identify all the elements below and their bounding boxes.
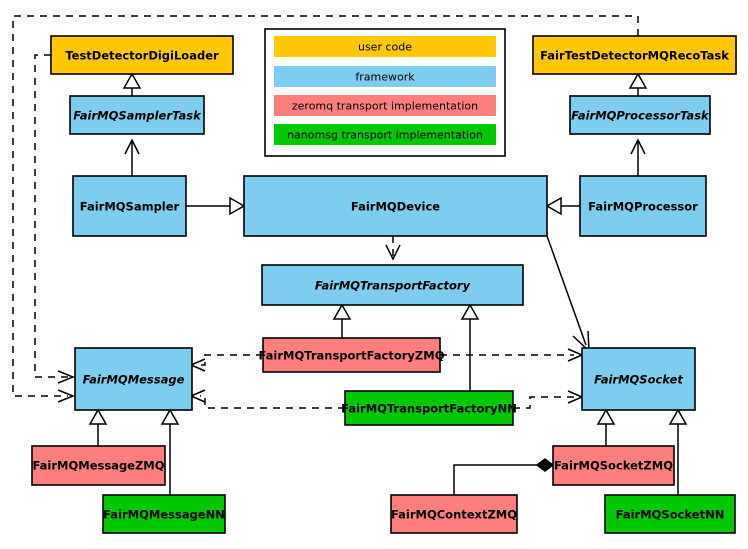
edge-tfzmq-to-socket [440,348,584,362]
edge-messagezmq-to-message [88,408,108,446]
node-fairmqtransportfactoryzmq[interactable]: FairMQTransportFactoryZMQ [258,337,445,373]
edge-tfzmq-to-message [189,354,263,372]
legend-swatch-user-code [274,36,496,57]
edge-digiloader-to-message [34,54,76,384]
node-fairmqsocketzmq[interactable]: FairMQSocketZMQ [552,445,675,486]
node-fairmqmessage[interactable]: FairMQMessage [74,347,193,411]
node-label-fairmqmessagezmq: FairMQMessageZMQ [32,459,164,473]
edge-layer [12,15,688,495]
edge-processortask-to-recotask [628,72,648,96]
node-label-fairmqprocessor: FairMQProcessor [588,200,698,214]
legend: user code framework zeromq transport imp… [264,28,506,157]
node-label-fairmqcontextzmq: FairMQContextZMQ [391,508,517,522]
edge-tfnn-to-socket [513,390,584,409]
edge-contextzmq-to-socketzmq [453,458,555,495]
legend-label-framework: framework [355,71,415,84]
node-label-fairtestdetectormqrecotask: FairTestDetectorMQRecoTask [540,49,729,63]
edge-socketzmq-to-socket [596,408,616,446]
node-fairmqsampler[interactable]: FairMQSampler [72,175,187,237]
edge-socketnn-to-socket [668,408,688,495]
edge-device-to-socket [546,235,590,353]
node-fairtestdetectormqrecotask[interactable]: FairTestDetectorMQRecoTask [532,35,737,75]
node-label-fairmqmessage: FairMQMessage [83,373,185,387]
legend-swatch-nanomsg [274,124,496,145]
node-fairmqsocket[interactable]: FairMQSocket [581,347,696,411]
node-fairmqsocketnn[interactable]: FairMQSocketNN [604,494,736,534]
node-label-fairmqtransportfactorynn: FairMQTransportFactoryNN [341,402,517,416]
edge-processor-to-device [545,196,580,216]
node-label-fairmqsocketnn: FairMQSocketNN [616,508,725,522]
edge-processor-to-processortask [630,138,646,176]
node-fairmqmessagenn[interactable]: FairMQMessageNN [102,494,226,534]
legend-label-nanomsg: nanomsg transport implementation [287,129,483,142]
node-fairmqcontextzmq[interactable]: FairMQContextZMQ [390,494,518,534]
legend-item-framework: framework [274,66,496,87]
node-label-testdetectordigiloader: TestDetectorDigiLoader [65,49,219,63]
node-label-fairmqprocessortask: FairMQProcessorTask [571,109,710,123]
edge-tfzmq-to-transportfactory [332,303,352,338]
legend-label-user-code: user code [358,41,412,54]
legend-swatch-framework [274,66,496,87]
node-layer: TestDetectorDigiLoader FairTestDetectorM… [31,35,737,534]
node-fairmqmessagezmq[interactable]: FairMQMessageZMQ [31,445,166,486]
node-label-fairmqtransportfactory: FairMQTransportFactory [315,279,471,293]
edge-sampler-to-device [186,196,246,216]
edge-samplertask-to-digiloader [122,72,142,96]
legend-item-nanomsg: nanomsg transport implementation [274,124,496,145]
edge-recotask-to-message [12,15,639,403]
node-label-fairmqtransportfactoryzmq: FairMQTransportFactoryZMQ [258,349,444,363]
node-fairmqdevice[interactable]: FairMQDevice [243,175,548,237]
node-label-fairmqsocket: FairMQSocket [594,373,683,387]
legend-item-user-code: user code [274,36,496,57]
legend-label-zeromq: zeromq transport implementation [292,100,478,113]
node-fairmqtransportfactory[interactable]: FairMQTransportFactory [261,264,524,306]
node-fairmqtransportfactorynn[interactable]: FairMQTransportFactoryNN [341,390,517,426]
node-fairmqprocessortask[interactable]: FairMQProcessorTask [569,95,711,135]
edge-tfnn-to-transportfactory [460,303,480,391]
node-label-fairmqsamplertask: FairMQSamplerTask [73,109,202,123]
node-label-fairmqsocketzmq: FairMQSocketZMQ [554,459,673,473]
legend-swatch-zeromq [274,95,496,116]
node-label-fairmqmessagenn: FairMQMessageNN [103,508,225,522]
edge-sampler-to-samplertask [124,138,140,176]
edge-device-to-transportfactory [385,236,401,261]
node-testdetectordigiloader[interactable]: TestDetectorDigiLoader [50,35,234,75]
node-fairmqsamplertask[interactable]: FairMQSamplerTask [69,95,205,135]
legend-item-zeromq: zeromq transport implementation [274,95,496,116]
node-fairmqprocessor[interactable]: FairMQProcessor [579,175,707,237]
edge-tfnn-to-message [189,389,345,409]
edge-messagenn-to-message [160,408,180,495]
node-label-fairmqsampler: FairMQSampler [80,200,180,214]
node-label-fairmqdevice: FairMQDevice [351,200,440,214]
